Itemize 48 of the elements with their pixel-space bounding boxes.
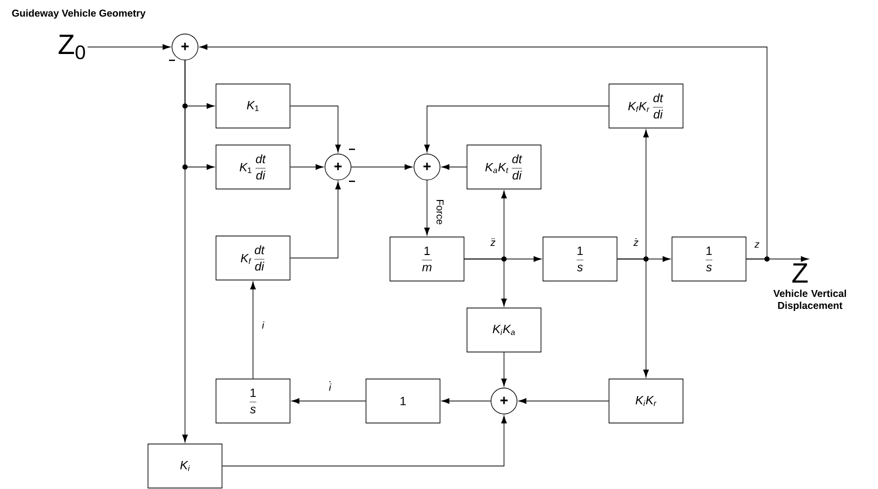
arrow <box>250 282 256 379</box>
edge-label: $\dot{i}$ <box>328 380 332 392</box>
block-box: $K_aK_t\,\frac{dt}{di}$ <box>466 144 542 190</box>
arrow <box>464 258 507 306</box>
sign-label: − <box>169 60 176 61</box>
block-box: $K_iK_a$ <box>466 308 542 352</box>
edge-label: $i$ <box>260 320 266 330</box>
block-box: $\frac{1}{m}$ <box>390 236 464 282</box>
arrow <box>200 44 768 260</box>
arrow <box>292 398 366 404</box>
summing-junction: + <box>414 154 440 180</box>
summing-junction: + <box>172 34 198 60</box>
arrow <box>424 106 609 152</box>
block-box: $\frac{1}{s}$ <box>216 378 290 424</box>
block-box: $K_fK_r\,\frac{dt}{di}$ <box>608 84 684 128</box>
arrow <box>442 164 467 170</box>
block-box: $\frac{1}{s}$ <box>542 236 618 282</box>
arrow <box>617 258 649 378</box>
block-box: $K_1\,\frac{dt}{di}$ <box>216 144 290 190</box>
arrow <box>351 164 412 170</box>
arrow <box>222 416 507 466</box>
block-box: $K_1$ <box>216 84 290 128</box>
arrow <box>290 182 341 258</box>
edge-label: $\ddot{z}$ <box>490 237 496 247</box>
output-label: Vehicle Vertical Displacement <box>773 290 846 311</box>
signal-label: Z <box>792 263 808 283</box>
arrow <box>501 352 507 386</box>
block-box: $1$ <box>366 378 440 424</box>
edge-label: Force <box>436 198 444 226</box>
block-box: $K_f\,\frac{dt}{di}$ <box>216 236 290 280</box>
block-box: $K_i$ <box>148 444 222 488</box>
edge-label: $\dot{z}$ <box>632 237 640 247</box>
arrow <box>442 398 491 404</box>
sign-label: − <box>349 180 355 182</box>
arrow <box>290 106 341 152</box>
summing-junction: + <box>490 388 518 414</box>
block-box: $K_iK_r$ <box>608 378 684 424</box>
arrow <box>182 60 188 442</box>
sign-label: − <box>349 148 355 150</box>
edge-label: $z$ <box>754 241 760 249</box>
summing-junction: + <box>324 154 352 180</box>
signal-label: Z$_{0}$ <box>58 34 85 60</box>
arrow <box>87 44 170 50</box>
arrow <box>424 180 430 236</box>
block-box: $\frac{1}{s}$ <box>672 236 746 282</box>
arrow <box>290 164 324 170</box>
arrow <box>518 398 609 404</box>
title: Guideway Vehicle Geometry <box>12 9 146 19</box>
